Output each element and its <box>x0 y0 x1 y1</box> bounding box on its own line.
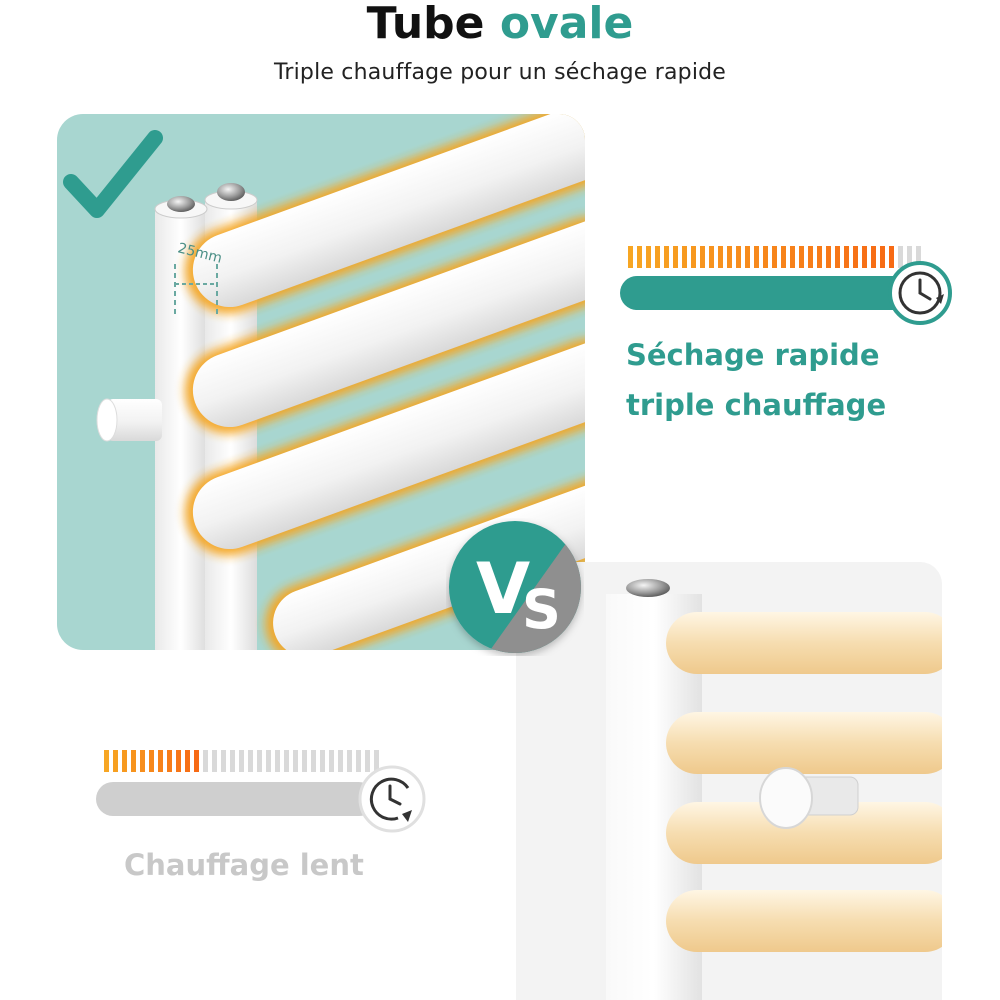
tick-mark <box>194 750 199 772</box>
clock-icon <box>358 765 426 833</box>
tick-mark <box>275 750 280 772</box>
tick-mark <box>221 750 226 772</box>
tick-mark <box>916 246 921 268</box>
tick-mark <box>628 246 633 268</box>
clock-icon <box>888 261 952 325</box>
tick-mark <box>718 246 723 268</box>
tick-mark <box>889 246 894 268</box>
title-word-tube: Tube <box>366 0 485 49</box>
title-word-ovale: ovale <box>499 0 634 49</box>
flat-tube-panel <box>516 562 942 1000</box>
tick-mark <box>664 246 669 268</box>
tick-mark <box>230 750 235 772</box>
tick-mark <box>745 246 750 268</box>
fast-heating-indicator <box>620 246 952 325</box>
slow-heating-indicator <box>96 750 426 833</box>
tick-mark <box>257 750 262 772</box>
vs-letter-v: V <box>476 548 530 630</box>
tick-mark <box>248 750 253 772</box>
page-title: Tube ovale <box>0 0 1000 48</box>
slow-progress-bar <box>96 782 376 816</box>
tick-mark <box>293 750 298 772</box>
tick-mark <box>104 750 109 772</box>
tick-mark <box>311 750 316 772</box>
tick-mark <box>365 750 370 772</box>
fast-tick-scale <box>628 246 921 268</box>
tick-mark <box>853 246 858 268</box>
tick-mark <box>727 246 732 268</box>
tick-mark <box>338 750 343 772</box>
page-subtitle: Triple chauffage pour un séchage rapide <box>273 60 727 85</box>
tick-mark <box>347 750 352 772</box>
tick-mark <box>356 750 361 772</box>
tick-mark <box>898 246 903 268</box>
tick-mark <box>826 246 831 268</box>
tick-mark <box>266 750 271 772</box>
connector-knob <box>759 767 813 829</box>
tick-mark <box>790 246 795 268</box>
tick-mark <box>149 750 154 772</box>
slow-label: Chauffage lent <box>124 848 364 882</box>
tick-mark <box>185 750 190 772</box>
flat-tube-4 <box>666 890 942 952</box>
tick-mark <box>239 750 244 772</box>
tick-mark <box>907 246 912 268</box>
vs-badge: V S <box>449 521 581 653</box>
oval-tube-1 <box>185 114 585 314</box>
tick-mark <box>817 246 822 268</box>
tick-mark <box>140 750 145 772</box>
tick-mark <box>772 246 777 268</box>
tick-mark <box>880 246 885 268</box>
tick-mark <box>320 750 325 772</box>
tick-mark <box>212 750 217 772</box>
slow-tick-scale <box>104 750 379 772</box>
fast-progress-bar <box>620 276 912 310</box>
tick-mark <box>781 246 786 268</box>
oval-tube-3 <box>185 338 585 556</box>
tick-mark <box>871 246 876 268</box>
tick-mark <box>374 750 379 772</box>
tick-mark <box>808 246 813 268</box>
vs-letter-s: S <box>522 578 561 641</box>
tick-mark <box>646 246 651 268</box>
tick-mark <box>113 750 118 772</box>
tick-mark <box>131 750 136 772</box>
tick-mark <box>754 246 759 268</box>
fast-label-line1: Séchage rapide <box>626 338 880 372</box>
tick-mark <box>655 246 660 268</box>
tick-mark <box>637 246 642 268</box>
tick-mark <box>763 246 768 268</box>
fast-label-line2: triple chauffage <box>626 388 887 422</box>
tick-mark <box>176 750 181 772</box>
flat-tube-illustration <box>606 579 942 1000</box>
tick-mark <box>203 750 208 772</box>
valve-cap-icon <box>167 196 195 212</box>
tick-mark <box>122 750 127 772</box>
tick-mark <box>673 246 678 268</box>
valve-cap-icon <box>626 579 670 597</box>
flat-tube-3 <box>666 802 942 864</box>
flat-tube-2 <box>666 712 942 774</box>
tick-mark <box>158 750 163 772</box>
flat-tube-1 <box>666 612 942 674</box>
tick-mark <box>835 246 840 268</box>
valve-cap-icon <box>217 183 245 201</box>
tick-mark <box>682 246 687 268</box>
tick-mark <box>799 246 804 268</box>
tick-mark <box>691 246 696 268</box>
tick-mark <box>862 246 867 268</box>
check-icon <box>63 130 163 218</box>
tick-mark <box>844 246 849 268</box>
tick-mark <box>329 750 334 772</box>
oval-tube-2 <box>185 216 585 434</box>
tick-mark <box>302 750 307 772</box>
tick-mark <box>700 246 705 268</box>
tick-mark <box>709 246 714 268</box>
tick-mark <box>284 750 289 772</box>
tick-mark <box>736 246 741 268</box>
tick-mark <box>167 750 172 772</box>
